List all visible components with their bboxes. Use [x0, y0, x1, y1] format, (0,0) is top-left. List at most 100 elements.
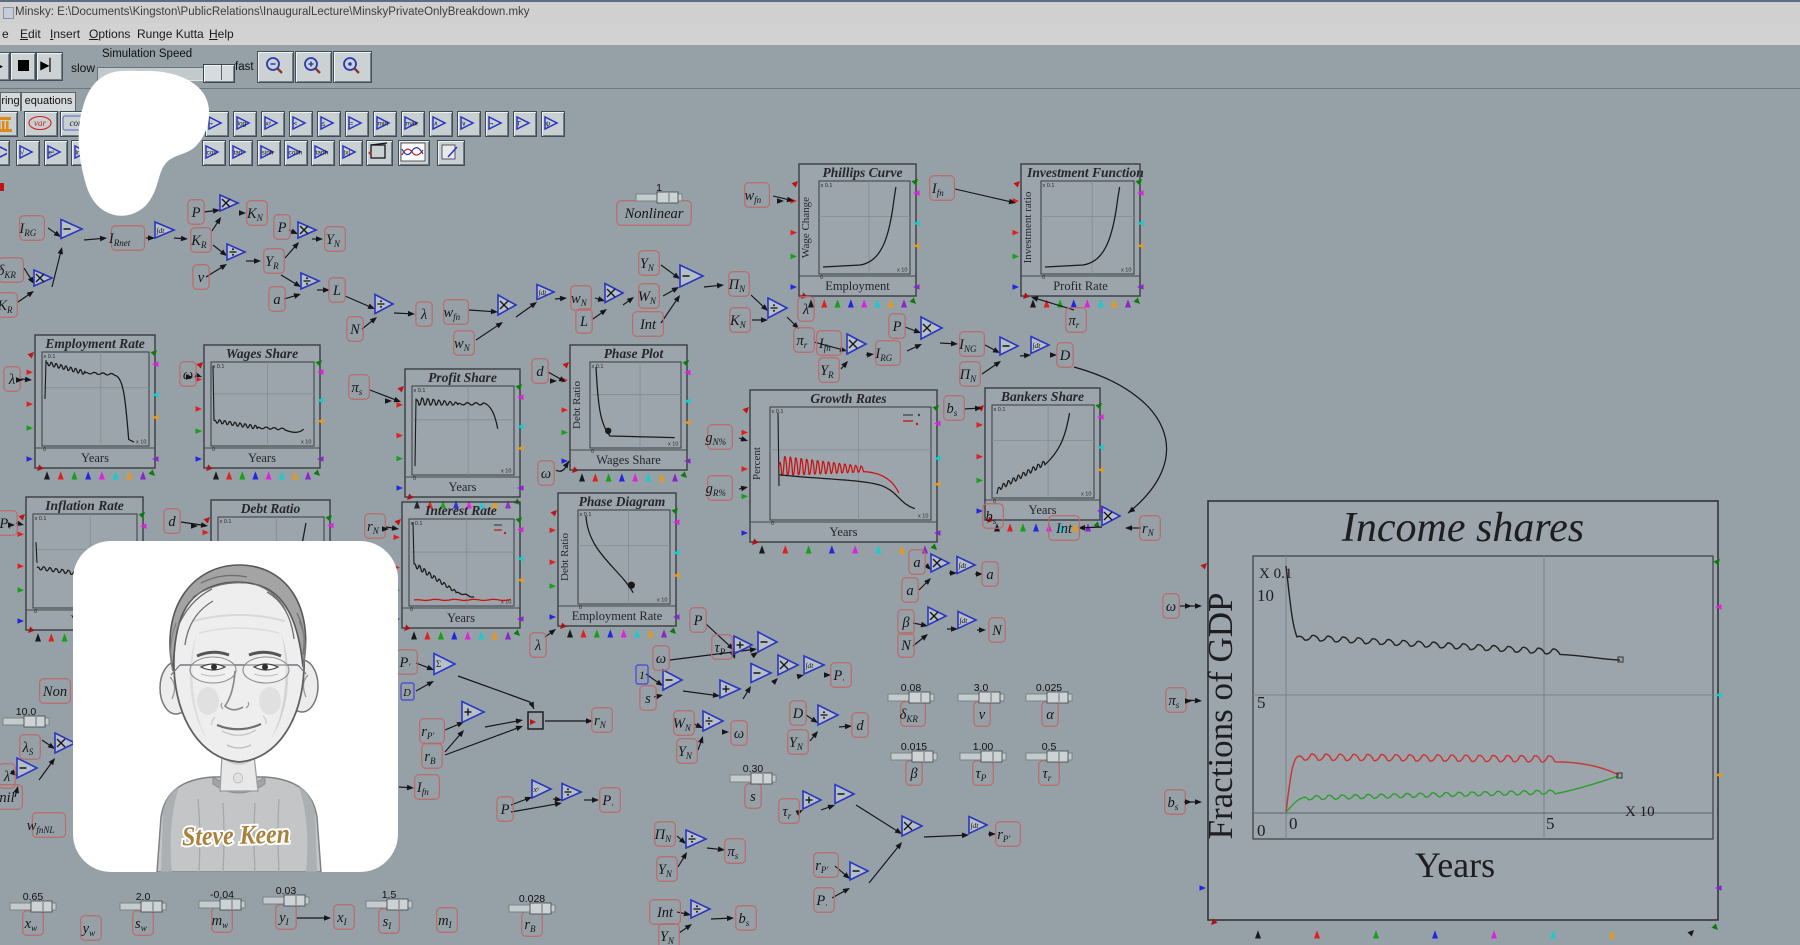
svg-text:x 10: x 10 — [918, 514, 928, 520]
svg-text:X 0.1: X 0.1 — [1259, 566, 1292, 582]
svg-text:Steve Keen: Steve Keen — [182, 819, 291, 852]
svg-text:Employment Rate: Employment Rate — [572, 609, 663, 623]
svg-text:ω: ω — [1166, 599, 1176, 615]
svg-text:Wages Share: Wages Share — [596, 453, 661, 467]
svg-text:mw: mw — [212, 913, 229, 930]
svg-text:0: 0 — [1042, 275, 1045, 281]
svg-text:max: max — [406, 121, 419, 128]
svg-text:0: 0 — [212, 447, 215, 453]
svg-text:rB: rB — [424, 749, 436, 766]
svg-text:δKR: δKR — [900, 707, 919, 724]
svg-text:eˣ: eˣ — [48, 150, 55, 157]
svg-text:Fractions of GDP: Fractions of GDP — [1201, 593, 1240, 840]
svg-text:Investment ratio: Investment ratio — [1022, 191, 1034, 263]
svg-text:0: 0 — [1257, 821, 1266, 840]
svg-text:Growth Rates: Growth Rates — [810, 391, 886, 406]
svg-text:Years: Years — [1029, 503, 1057, 517]
svg-text:Interest Rate: Interest Rate — [424, 503, 497, 518]
svg-text:x 10: x 10 — [136, 440, 146, 446]
svg-text:x 0.1: x 0.1 — [411, 521, 423, 527]
svg-text:<: < — [294, 121, 298, 128]
svg-text:πs: πs — [352, 380, 363, 397]
svg-text:YN: YN — [658, 862, 673, 879]
svg-text:xʸ: xʸ — [266, 121, 272, 128]
svg-text:τP: τP — [976, 766, 987, 783]
svg-text:YN: YN — [640, 256, 655, 273]
svg-text:x 10: x 10 — [301, 440, 311, 446]
svg-text:0.08: 0.08 — [901, 682, 922, 694]
svg-text:Years: Years — [81, 451, 109, 465]
svg-text:Debt Ratio: Debt Ratio — [240, 501, 301, 516]
svg-text:ω: ω — [541, 466, 551, 482]
svg-text:Employment: Employment — [825, 279, 890, 293]
svg-text:0: 0 — [993, 499, 996, 505]
svg-text:Debt Ratio: Debt Ratio — [571, 381, 583, 429]
svg-text:Profit Rate: Profit Rate — [1053, 279, 1108, 293]
svg-text:Wage Change: Wage Change — [800, 197, 812, 258]
svg-text:IRnet: IRnet — [108, 231, 131, 248]
svg-text:tanh: tanh — [316, 150, 329, 157]
svg-text:yw: yw — [81, 921, 95, 938]
svg-text:D: D — [402, 688, 411, 699]
svg-text:β: β — [901, 615, 910, 631]
svg-text:Employment Rate: Employment Rate — [44, 336, 144, 351]
svg-text:0.025: 0.025 — [1036, 682, 1062, 694]
svg-text:λ: λ — [420, 307, 427, 323]
svg-text:xw: xw — [24, 916, 37, 933]
svg-text:sinh: sinh — [261, 150, 273, 157]
svg-text:λ: λ — [534, 638, 541, 654]
svg-text:WN: WN — [638, 289, 657, 306]
svg-text:÷: ÷ — [210, 121, 214, 128]
svg-text:Ifn: Ifn — [416, 780, 429, 797]
svg-text:x 10: x 10 — [1081, 492, 1091, 498]
svg-text:ω: ω — [734, 726, 744, 742]
svg-text:rB: rB — [524, 917, 536, 934]
svg-text:KR: KR — [0, 298, 13, 315]
svg-text:cosh: cosh — [288, 150, 302, 157]
svg-text:N: N — [349, 322, 361, 338]
svg-text:P·: P· — [601, 793, 613, 810]
svg-text:x 0.1: x 0.1 — [414, 388, 426, 394]
svg-text:a: a — [986, 567, 993, 583]
svg-text:Int: Int — [1055, 521, 1073, 537]
svg-text:Investment Function: Investment Function — [1026, 165, 1144, 180]
svg-text:0: 0 — [413, 476, 416, 482]
svg-text:x 10: x 10 — [897, 268, 907, 274]
svg-text:Years: Years — [248, 451, 276, 465]
svg-text:x 0.1: x 0.1 — [772, 409, 784, 415]
svg-text:KN: KN — [246, 206, 264, 223]
svg-text:Ifn: Ifn — [818, 336, 831, 353]
svg-text:a: a — [913, 555, 920, 571]
svg-text:d: d — [856, 718, 864, 734]
svg-text:πs: πs — [728, 844, 739, 861]
svg-text:bs: bs — [947, 401, 958, 418]
svg-text:P: P — [500, 802, 510, 818]
svg-text:YN: YN — [789, 735, 804, 752]
svg-text:5: 5 — [1257, 693, 1266, 712]
svg-text:xʸ: xʸ — [533, 785, 541, 794]
svg-text:rP′: rP′ — [421, 724, 435, 741]
svg-text:1: 1 — [639, 670, 645, 682]
svg-text:nil: nil — [0, 790, 15, 806]
svg-text:a: a — [906, 583, 913, 599]
svg-text:wfn: wfn — [443, 305, 460, 322]
svg-text:πr: πr — [1069, 313, 1080, 330]
svg-text:N: N — [900, 638, 912, 654]
svg-text:Bankers Share: Bankers Share — [1000, 389, 1084, 404]
svg-text:x 0.1: x 0.1 — [44, 354, 56, 360]
svg-text:s: s — [645, 691, 651, 707]
svg-text:0.028: 0.028 — [519, 893, 545, 905]
svg-text:x 10: x 10 — [1121, 268, 1131, 274]
svg-text:πr: πr — [797, 333, 808, 350]
svg-text:10.0: 10.0 — [16, 706, 37, 718]
svg-text:Int: Int — [656, 905, 674, 921]
svg-text:∫dt: ∫dt — [156, 226, 166, 235]
svg-text:P·: P· — [815, 893, 827, 910]
svg-text:0.65: 0.65 — [23, 891, 44, 903]
svg-text:∫dt: ∫dt — [538, 288, 548, 297]
svg-text:X 10: X 10 — [1625, 804, 1655, 820]
svg-text:x 10: x 10 — [668, 442, 678, 448]
svg-text:α: α — [1046, 707, 1054, 723]
svg-text:ΠN: ΠN — [959, 367, 977, 384]
svg-text:YR: YR — [265, 254, 279, 271]
